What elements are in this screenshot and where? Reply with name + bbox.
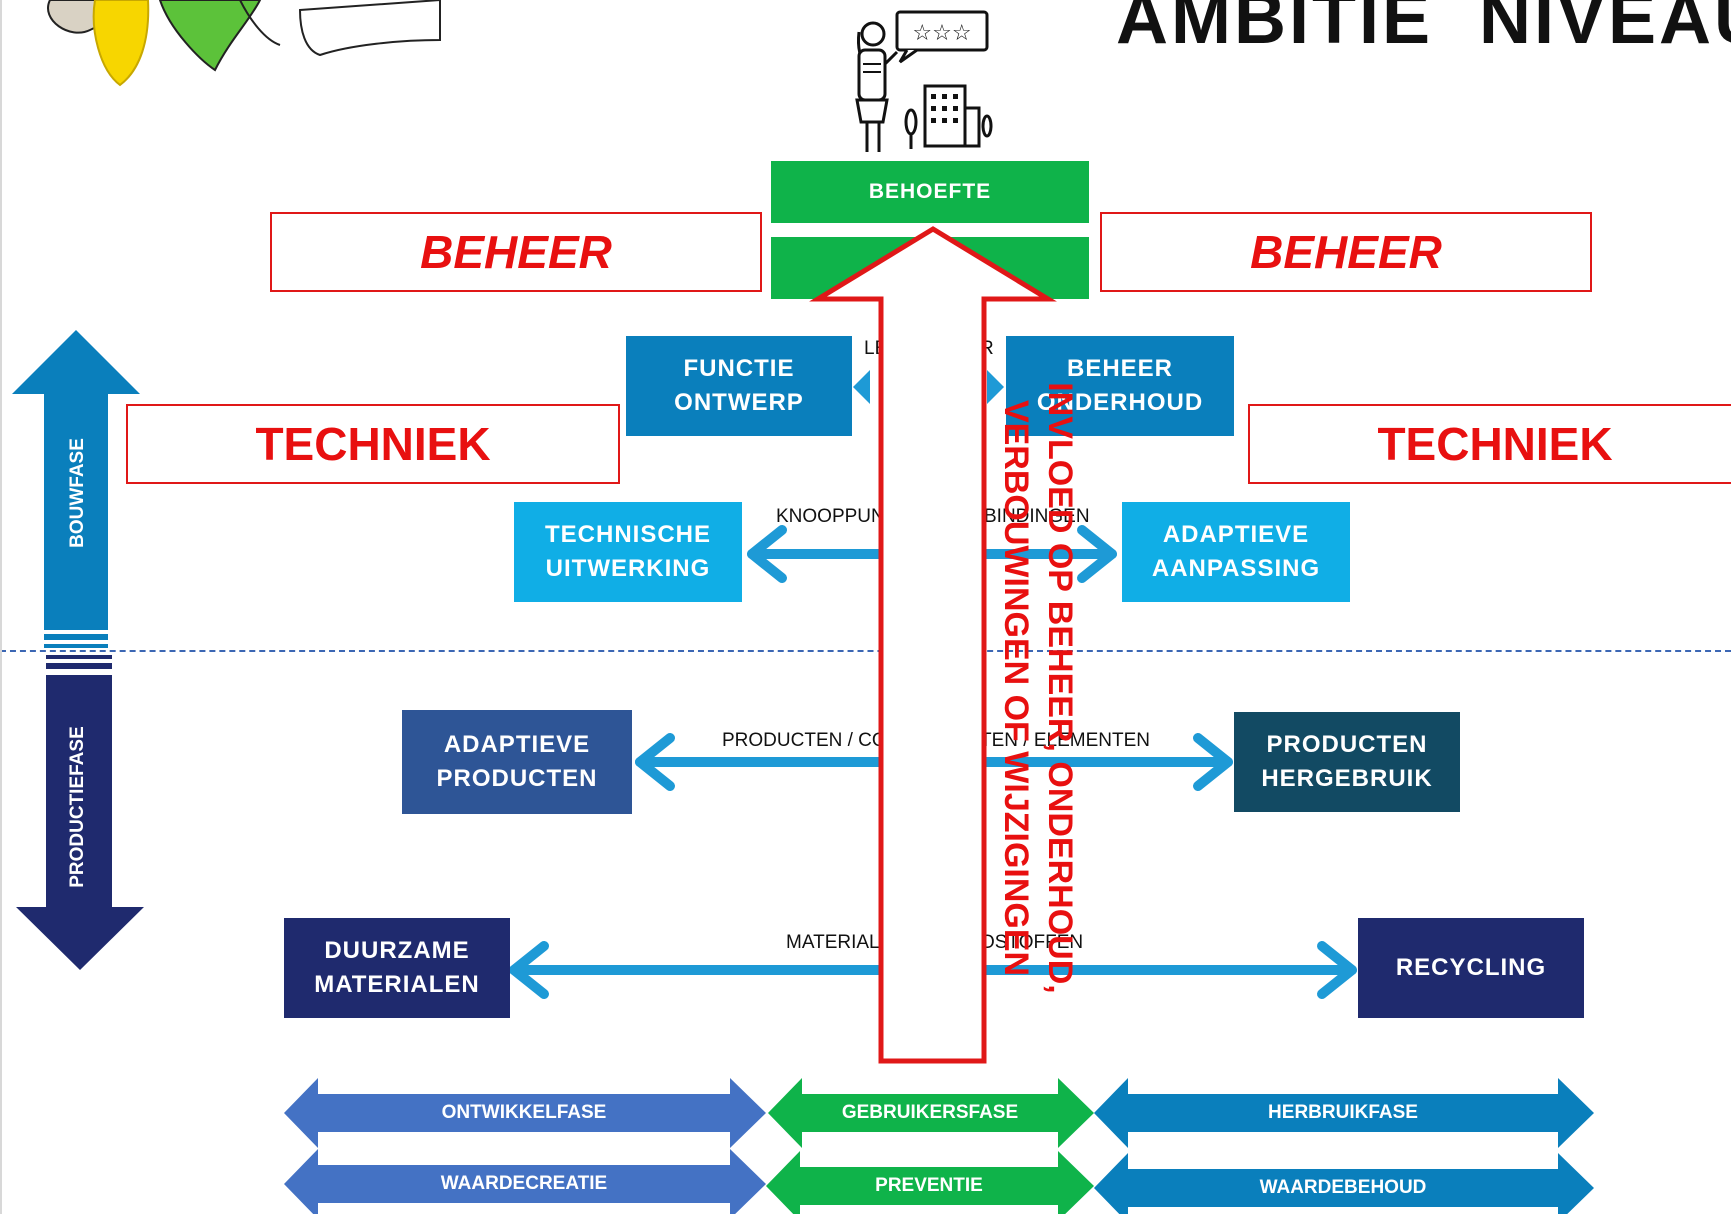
bouwfase-arrow xyxy=(12,330,140,648)
duurzame-materialen-box: DUURZAME MATERIALEN xyxy=(284,918,510,1018)
productiefase-arrow xyxy=(16,655,144,970)
influence-up-arrow xyxy=(809,226,1057,1064)
phase-waardebehoud: WAARDEBEHOUD xyxy=(1259,1177,1427,1198)
person-rating-building-icon: ☆☆☆ xyxy=(855,10,993,152)
phase-divider-line xyxy=(0,650,1731,652)
svg-text:☆☆☆: ☆☆☆ xyxy=(912,21,971,46)
techniek-left-box: TECHNIEK xyxy=(126,404,620,484)
adaptieve-producten-box: ADAPTIEVE PRODUCTEN xyxy=(402,710,632,814)
connector-label-row3-right: TEN / ELEMENTEN xyxy=(980,730,1150,751)
producten-hergebruik-box: PRODUCTEN HERGEBRUIK xyxy=(1234,712,1460,812)
functie-ontwerp-box: FUNCTIE ONTWERP xyxy=(626,336,852,436)
page-title: AMBITIE NIVEAU xyxy=(1116,0,1731,59)
techniek-right-box: TECHNIEK xyxy=(1248,404,1731,484)
connector-label-row4-left: MATERIAL xyxy=(786,932,880,953)
beheer-left-box: BEHEER xyxy=(270,212,762,292)
connector-label-row3-left: PRODUCTEN / CO xyxy=(722,730,887,751)
phase-herbruikfase: HERBRUIKFASE xyxy=(1268,1102,1418,1123)
phase-preventie: PREVENTIE xyxy=(875,1175,983,1196)
phase-ontwikkelfase: ONTWIKKELFASE xyxy=(441,1102,607,1123)
connector-label-row2-right: BINDINGEN xyxy=(984,506,1090,527)
adaptieve-aanpassing-box: ADAPTIEVE AANPASSING xyxy=(1122,502,1350,602)
page-edge xyxy=(0,0,2,1214)
connector-label-row4-right: OSTOFFEN xyxy=(980,932,1084,953)
beheer-right-box: BEHEER xyxy=(1100,212,1592,292)
recycling-box: RECYCLING xyxy=(1358,918,1584,1018)
behoefte-box: BEHOEFTE xyxy=(771,161,1089,223)
technische-uitwerking-box: TECHNISCHE UITWERKING xyxy=(514,502,742,602)
phase-waardecreatie: WAARDECREATIE xyxy=(440,1173,608,1194)
beheer-onderhoud-box: BEHEER ONDERHOUD xyxy=(1006,336,1234,436)
phase-gebruikersfase: GEBRUIKERSFASE xyxy=(841,1102,1019,1123)
cartoon-illustration xyxy=(47,0,441,87)
connector-label-row2-left: KNOOPPUN xyxy=(776,506,885,527)
